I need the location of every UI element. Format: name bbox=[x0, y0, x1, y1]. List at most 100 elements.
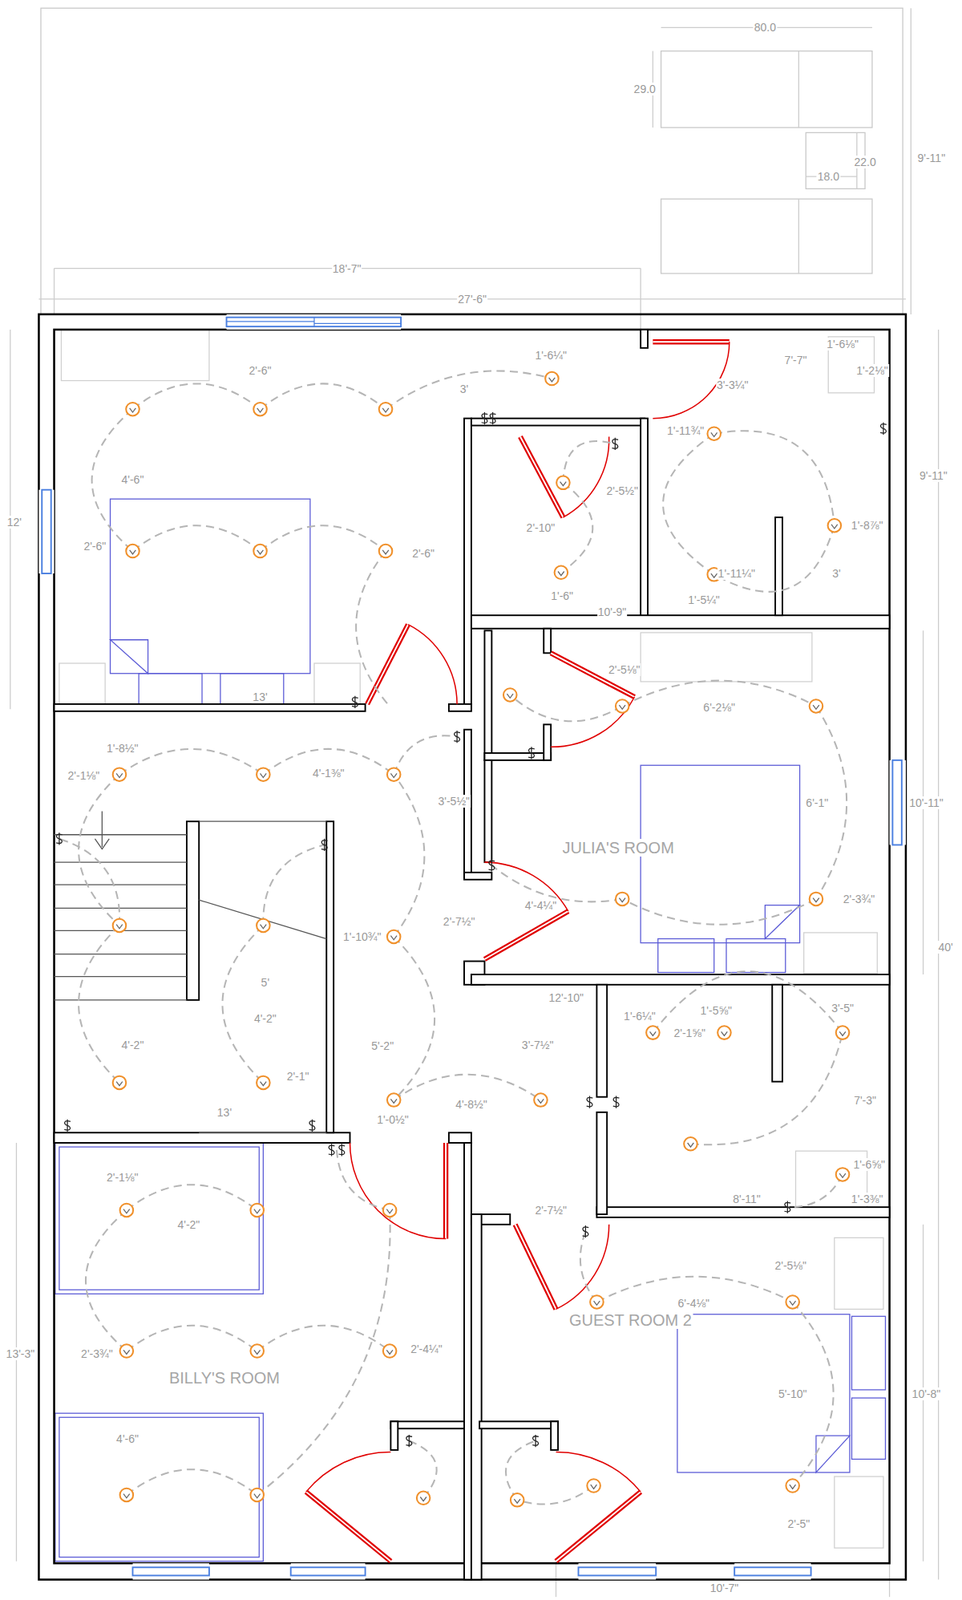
circuit-run bbox=[260, 525, 386, 551]
ceiling-light bbox=[785, 1294, 800, 1309]
ceiling-light bbox=[113, 767, 127, 781]
dimension-label: 5'-2" bbox=[370, 1038, 395, 1052]
window bbox=[892, 759, 902, 845]
circuit-run bbox=[393, 1074, 541, 1100]
light-circle bbox=[113, 1075, 127, 1090]
interior-wall bbox=[596, 1206, 890, 1217]
light-mark bbox=[537, 1098, 545, 1103]
furniture-outline bbox=[640, 632, 813, 682]
light-circle bbox=[586, 1478, 601, 1492]
switch-symbol bbox=[309, 1119, 316, 1132]
interior-wall bbox=[596, 1111, 607, 1214]
light-mark bbox=[260, 772, 267, 777]
dimension-label: 10'-7" bbox=[709, 1580, 740, 1594]
bed bbox=[726, 938, 786, 973]
dimension-label: 22.0 bbox=[852, 155, 877, 169]
ceiling-light bbox=[615, 892, 630, 906]
dimension-label: 1'-8⅞" bbox=[850, 518, 885, 532]
window bbox=[291, 1566, 366, 1575]
switch-symbol bbox=[880, 422, 887, 435]
ceiling-light bbox=[387, 929, 401, 944]
ceiling-light bbox=[387, 767, 401, 781]
interior-wall bbox=[484, 759, 492, 862]
dimension-label: 8'-11" bbox=[731, 1192, 762, 1205]
light-circle bbox=[809, 892, 824, 906]
light-circle bbox=[503, 687, 518, 702]
circuit-run bbox=[393, 735, 457, 774]
light-mark bbox=[257, 408, 264, 413]
stair-line bbox=[54, 975, 187, 977]
interior-wall bbox=[186, 820, 199, 1000]
dimension-label: 2'-1⅛" bbox=[67, 768, 102, 782]
ceiling-light bbox=[554, 565, 569, 580]
light-circle bbox=[646, 1025, 660, 1039]
switch-symbol bbox=[56, 832, 63, 845]
stair-arrow bbox=[94, 838, 110, 849]
deck-outline bbox=[40, 8, 903, 315]
dimension-label: 2'-1⅛" bbox=[105, 1170, 140, 1184]
circuit-run bbox=[491, 864, 623, 902]
switch-symbol bbox=[582, 1224, 590, 1237]
window-gap bbox=[889, 759, 906, 845]
ceiling-light bbox=[379, 544, 393, 558]
ceiling-light bbox=[836, 1025, 850, 1039]
light-mark bbox=[386, 1349, 393, 1354]
circuit-run bbox=[393, 774, 425, 937]
dimension-label: 4'-1⅜" bbox=[311, 766, 346, 780]
light-mark bbox=[116, 924, 123, 929]
bed-fold bbox=[110, 639, 149, 674]
light-circle bbox=[120, 1343, 134, 1358]
dimension-label: 1'-6⅛" bbox=[825, 337, 860, 351]
circuit-run bbox=[355, 550, 388, 704]
window-gap bbox=[291, 1562, 366, 1579]
ceiling-light bbox=[120, 1343, 134, 1358]
circuits bbox=[59, 370, 847, 1504]
dimension-label: 3'-7½" bbox=[521, 1038, 555, 1051]
light-circle bbox=[253, 544, 267, 558]
light-circle bbox=[717, 1025, 732, 1039]
dimension-label: 2'-5½" bbox=[605, 484, 639, 498]
light-circle bbox=[590, 1294, 604, 1309]
bed bbox=[658, 938, 715, 973]
light-circle bbox=[250, 1343, 264, 1358]
ceiling-light bbox=[120, 1203, 134, 1217]
door-leaf-inner bbox=[520, 436, 563, 518]
dimension-label: 7'-7" bbox=[784, 353, 809, 367]
door-leaf bbox=[367, 624, 409, 704]
dimension-label: 1'-2⅛" bbox=[855, 363, 890, 377]
dimension-label: 2'-1⅝" bbox=[672, 1026, 707, 1039]
light-mark bbox=[129, 549, 137, 554]
light-circle bbox=[383, 1343, 397, 1358]
light-circle bbox=[785, 1478, 800, 1492]
circuit-run bbox=[652, 970, 843, 1032]
circuit-run bbox=[260, 383, 386, 409]
interior-wall bbox=[471, 974, 890, 985]
switch-symbol bbox=[489, 858, 496, 871]
interior-wall bbox=[464, 872, 492, 880]
stair-line bbox=[54, 833, 187, 835]
dimension-label: 1'-6¼" bbox=[533, 348, 568, 362]
dimension-label: 4'-4¼" bbox=[524, 898, 558, 912]
door-leaf bbox=[515, 1224, 557, 1310]
ceiling-light bbox=[646, 1025, 660, 1039]
ceiling-light bbox=[383, 1203, 397, 1217]
light-mark bbox=[116, 772, 123, 777]
light-mark bbox=[831, 524, 838, 529]
light-mark bbox=[254, 1349, 261, 1354]
light-circle bbox=[387, 1092, 401, 1107]
light-circle bbox=[125, 402, 140, 417]
ceiling-light bbox=[250, 1343, 264, 1358]
outer-wall bbox=[38, 314, 906, 1580]
door-swing bbox=[350, 1142, 447, 1239]
bed bbox=[55, 1142, 264, 1294]
light-circle bbox=[615, 892, 630, 906]
light-circle bbox=[256, 918, 271, 933]
dimension-label: 9'-11" bbox=[917, 151, 947, 165]
light-circle bbox=[387, 767, 401, 781]
stair-line bbox=[198, 1131, 327, 1133]
dimension-label: 2'-7½" bbox=[533, 1203, 568, 1217]
dimension-label: 5' bbox=[260, 975, 271, 989]
light-circle bbox=[383, 1203, 397, 1217]
ceiling-light bbox=[836, 1167, 850, 1181]
ceiling-light bbox=[253, 544, 267, 558]
